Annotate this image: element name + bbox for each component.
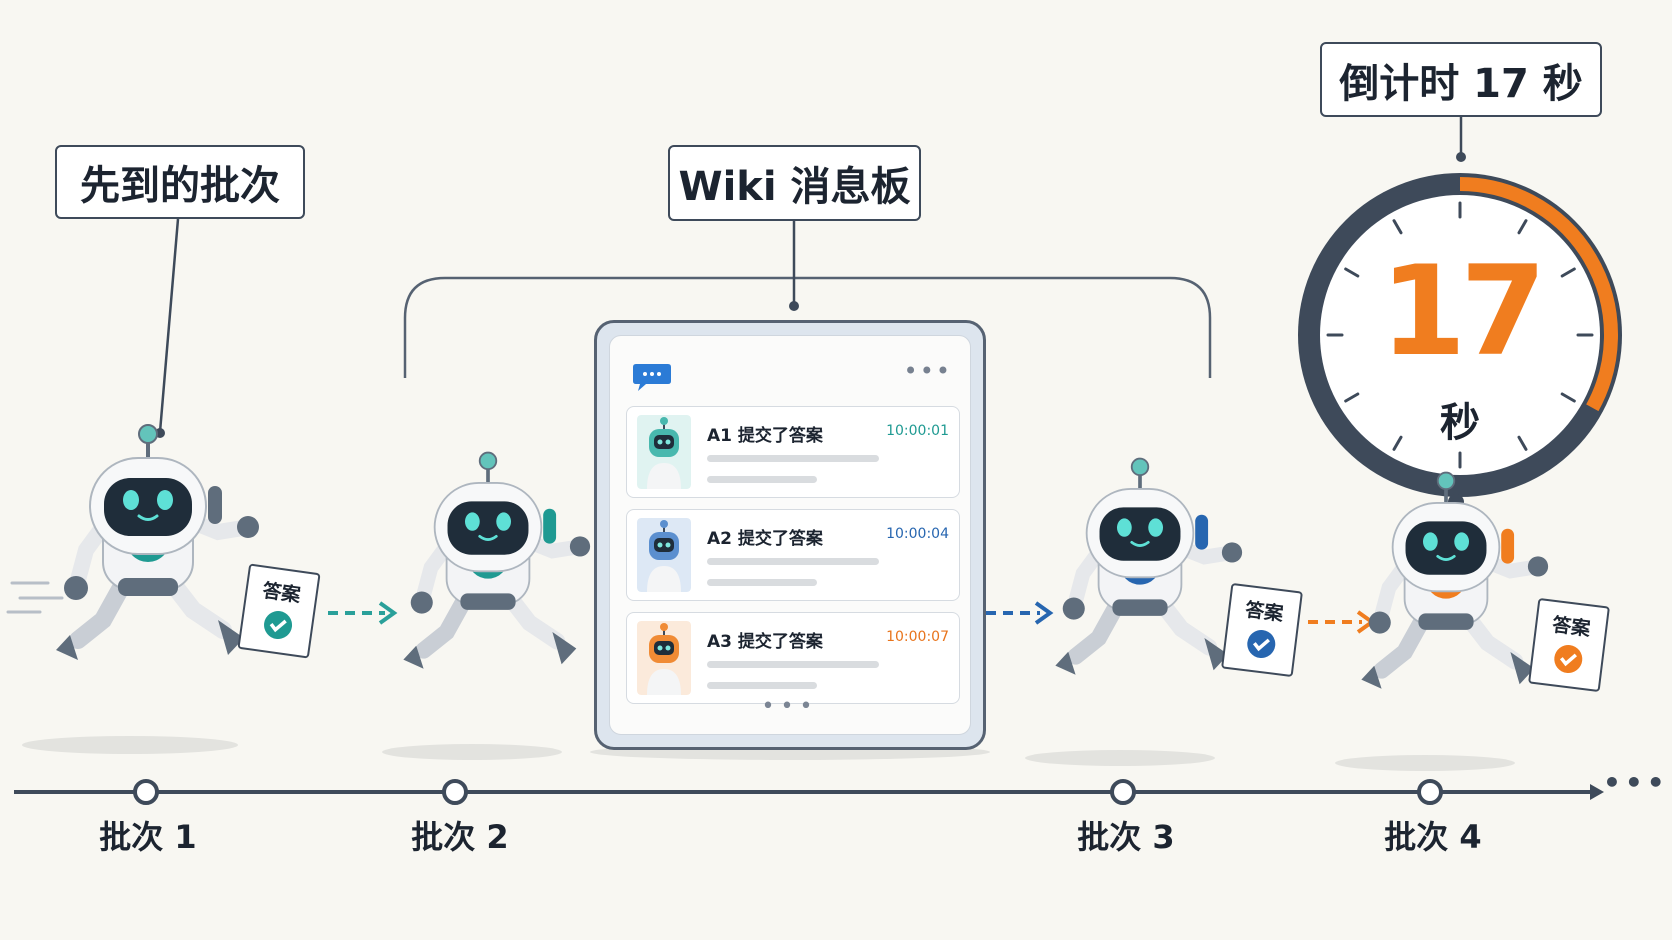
board-menu-icon[interactable]: ••• [903,357,952,385]
robot-avatar-a2 [637,518,691,592]
wiki-board-label: Wiki 消息板 [668,145,921,221]
timeline-tick-3 [1110,779,1136,805]
dashed-arrow-board-a3 [986,601,1054,625]
timeline-arrowhead [1590,784,1604,800]
answer-card-text: 答案 [1550,613,1592,641]
message-placeholder-line [707,579,817,586]
message-card[interactable]: A1 提交了答案 10:00:01 [626,406,960,498]
timeline-tick-4 [1417,779,1443,805]
message-card[interactable]: A3 提交了答案 10:00:07 [626,612,960,704]
timeline-continuation: ••• [1603,766,1669,799]
message-placeholder-line [707,661,879,668]
more-messages-icon[interactable]: ••• [761,694,819,719]
answer-card-text: 答案 [261,579,302,607]
timeline-label-batch-3: 批次 3 [1077,818,1175,856]
answer-card-a1: 答案 [237,563,321,659]
wiki-connector-dot [789,301,799,311]
clock-tick [1344,392,1360,403]
robot-a1: A1 [56,424,259,660]
wiki-bracket [403,276,1212,378]
message-placeholder-line [707,476,817,483]
countdown-clock [1298,173,1622,531]
message-time: 10:00:01 [886,423,949,439]
timeline-label-batch-4: 批次 4 [1384,818,1482,856]
countdown-label: 倒计时 17 秒 [1320,42,1602,117]
timeline-tick-1 [133,779,159,805]
clock-ticks [1326,201,1594,469]
clock-tick [1517,219,1528,235]
answer-card-a4: 答案 [1528,597,1610,693]
message-title: A3 提交了答案 [707,632,823,652]
dashed-arrow-a3-a4 [1308,610,1376,634]
robot-avatar-a3 [637,621,691,695]
clock-tick [1392,435,1403,451]
answer-card-text: 答案 [1243,598,1285,626]
check-icon [264,611,293,640]
message-placeholder-line [707,455,879,462]
robot-avatar-a1 [637,415,691,489]
clock-tick [1517,435,1528,451]
robot-a2: A2 [403,451,591,669]
timeline-tick-2 [442,779,468,805]
chat-bubble-icon [633,364,671,391]
speed-lines [6,581,64,614]
answer-card-a3: 答案 [1221,582,1303,678]
first-batch-connector [158,218,180,433]
message-placeholder-line [707,682,817,689]
clock-tick [1560,392,1576,403]
wiki-board-screen: ••• A1 提交了答案 10:00:01 A2 提交了答案 10:00:04 … [609,335,971,735]
clock-tick [1392,219,1403,235]
countdown-unit: 秒 [1440,400,1480,446]
message-placeholder-line [707,558,879,565]
robot-a3: A3 [1055,457,1243,675]
wiki-message-board: ••• A1 提交了答案 10:00:01 A2 提交了答案 10:00:04 … [594,320,986,750]
countdown-progress-arc [1459,177,1618,412]
clock-tick [1344,267,1360,278]
countdown-connector-dot [1456,152,1466,162]
first-batch-label: 先到的批次 [55,145,305,219]
robot-a4: A4 [1361,471,1549,689]
message-title: A1 提交了答案 [707,426,823,446]
timeline-ticks [133,779,1443,805]
countdown-number: 17 [1380,240,1547,384]
message-title: A2 提交了答案 [707,529,823,549]
check-icon [1554,645,1583,674]
clock-tick [1560,267,1576,278]
message-card[interactable]: A2 提交了答案 10:00:04 [626,509,960,601]
dashed-arrow-a1-a2 [328,601,398,625]
timeline-label-batch-2: 批次 2 [411,818,509,856]
message-time: 10:00:04 [886,526,949,542]
check-icon [1247,630,1276,659]
message-time: 10:00:07 [886,629,949,645]
timeline-label-batch-1: 批次 1 [99,818,197,856]
